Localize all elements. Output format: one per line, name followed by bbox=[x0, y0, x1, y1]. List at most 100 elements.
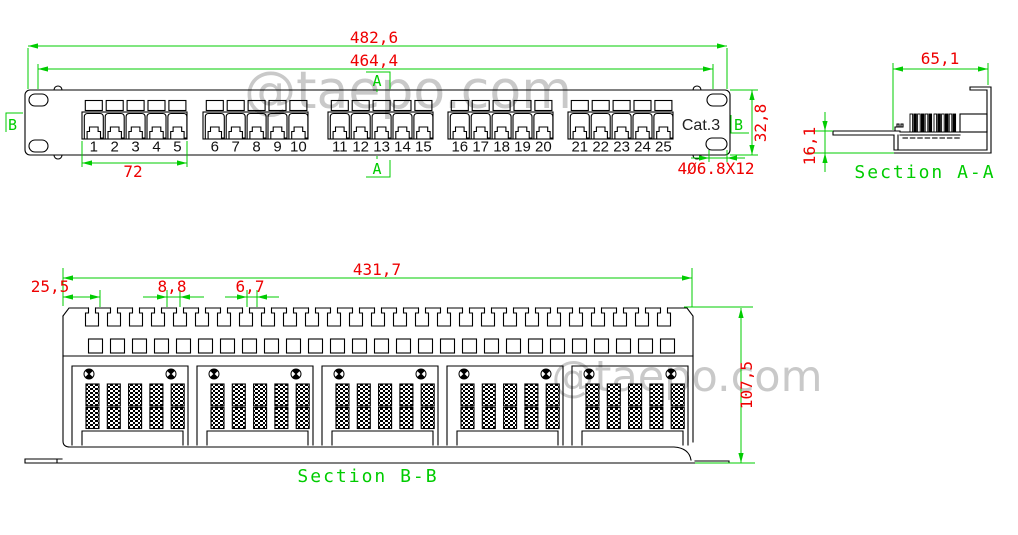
cable-slot bbox=[326, 307, 342, 327]
screw bbox=[540, 368, 552, 380]
dim-line-inner-width bbox=[37, 64, 714, 89]
rj45-port bbox=[267, 112, 288, 139]
port-number: 12 bbox=[352, 139, 369, 156]
port-number: 23 bbox=[613, 139, 630, 156]
rj45-port bbox=[246, 112, 267, 139]
cable-slot bbox=[480, 307, 496, 327]
rj45-port bbox=[125, 112, 146, 139]
vent-hole bbox=[549, 338, 566, 354]
dim-line-slot-pitch bbox=[143, 290, 204, 307]
cable-slot bbox=[260, 307, 276, 327]
arrowhead bbox=[749, 145, 755, 155]
screw bbox=[208, 368, 220, 380]
rj45-port bbox=[491, 112, 512, 139]
label-tab bbox=[330, 99, 349, 112]
port-number: 8 bbox=[252, 139, 260, 156]
arrowhead bbox=[699, 155, 709, 161]
vent-holes bbox=[87, 338, 676, 354]
cable-slot bbox=[216, 307, 232, 327]
cable-slot bbox=[128, 307, 144, 327]
idc-group-box bbox=[446, 365, 564, 446]
idc-contact bbox=[948, 113, 953, 133]
rj45-port bbox=[611, 112, 632, 139]
idc-block bbox=[295, 406, 310, 430]
cable-slot bbox=[612, 307, 628, 327]
rj45-port bbox=[167, 112, 188, 139]
label-tab bbox=[414, 99, 433, 112]
arrowhead bbox=[63, 294, 73, 300]
idc-block bbox=[545, 383, 560, 407]
idc-block bbox=[85, 406, 100, 430]
category-label: Cat.3 bbox=[682, 117, 720, 134]
label-tab bbox=[126, 99, 145, 112]
idc-contact bbox=[909, 113, 914, 133]
dim-line-bb-overall bbox=[62, 268, 693, 307]
arrowhead bbox=[257, 294, 267, 300]
screw bbox=[458, 368, 470, 380]
label-tab bbox=[289, 99, 308, 112]
vent-hole bbox=[351, 338, 368, 354]
rj45-port bbox=[83, 112, 104, 139]
arrowhead bbox=[682, 275, 692, 281]
dim-text-slot-pitch: 8,8 bbox=[158, 277, 187, 296]
idc-block bbox=[356, 406, 371, 430]
section-aa-view: 65,1 16,1 Section A-A bbox=[800, 49, 995, 183]
section-b-bracket-left bbox=[5, 112, 23, 132]
port-number: 13 bbox=[373, 139, 390, 156]
idc-contact bbox=[917, 113, 921, 133]
label-tab bbox=[147, 99, 166, 112]
vent-hole bbox=[373, 338, 390, 354]
label-tab bbox=[492, 99, 511, 112]
section-aa-label: Section A-A bbox=[854, 162, 995, 183]
arrowhead bbox=[727, 155, 737, 161]
body-outline-top bbox=[62, 307, 694, 443]
port-number: 25 bbox=[655, 139, 672, 156]
rj45-port bbox=[350, 112, 371, 139]
arrowhead bbox=[157, 294, 167, 300]
cable-slot bbox=[590, 307, 606, 327]
vent-hole bbox=[527, 338, 544, 354]
label-tab bbox=[633, 99, 652, 112]
idc-block bbox=[606, 383, 621, 407]
dim-text-slot-neck: 6,7 bbox=[236, 277, 265, 296]
vent-hole bbox=[461, 338, 478, 354]
idc-block bbox=[481, 383, 496, 407]
port-number: 19 bbox=[514, 139, 531, 156]
idc-block bbox=[503, 406, 518, 430]
label-tab bbox=[570, 99, 589, 112]
label-tab bbox=[450, 99, 469, 112]
idc-block bbox=[585, 383, 600, 407]
screw-cross bbox=[542, 370, 550, 378]
vent-hole bbox=[395, 338, 412, 354]
idc-block bbox=[335, 406, 350, 430]
idc-block bbox=[106, 383, 121, 407]
port-number: 6 bbox=[211, 139, 219, 156]
arrowhead bbox=[180, 294, 190, 300]
section-bb-label: Section B-B bbox=[297, 466, 438, 487]
idc-block bbox=[274, 383, 289, 407]
screw bbox=[415, 368, 427, 380]
cable-slot bbox=[348, 307, 364, 327]
idc-contact bbox=[920, 113, 925, 133]
label-tab bbox=[612, 99, 631, 112]
dim-line-slot-neck bbox=[225, 290, 279, 307]
cable-comb-slots bbox=[84, 307, 672, 327]
idc-block-groups bbox=[71, 365, 689, 446]
idc-block bbox=[628, 406, 643, 430]
cable-slot bbox=[634, 307, 650, 327]
idc-block bbox=[524, 383, 539, 407]
section-a-marker-top: A bbox=[372, 72, 381, 90]
port-number: 14 bbox=[394, 139, 411, 156]
cable-cutout bbox=[81, 430, 184, 446]
idc-contact bbox=[941, 113, 945, 133]
label-tab bbox=[591, 99, 610, 112]
vent-hole bbox=[329, 338, 346, 354]
rj45-port bbox=[470, 112, 491, 139]
idc-block bbox=[335, 383, 350, 407]
cable-slot bbox=[568, 307, 584, 327]
idc-group-box bbox=[71, 365, 189, 446]
dim-text-aa-height: 16,1 bbox=[800, 127, 819, 166]
cable-slot bbox=[172, 307, 188, 327]
idc-block bbox=[170, 406, 185, 430]
